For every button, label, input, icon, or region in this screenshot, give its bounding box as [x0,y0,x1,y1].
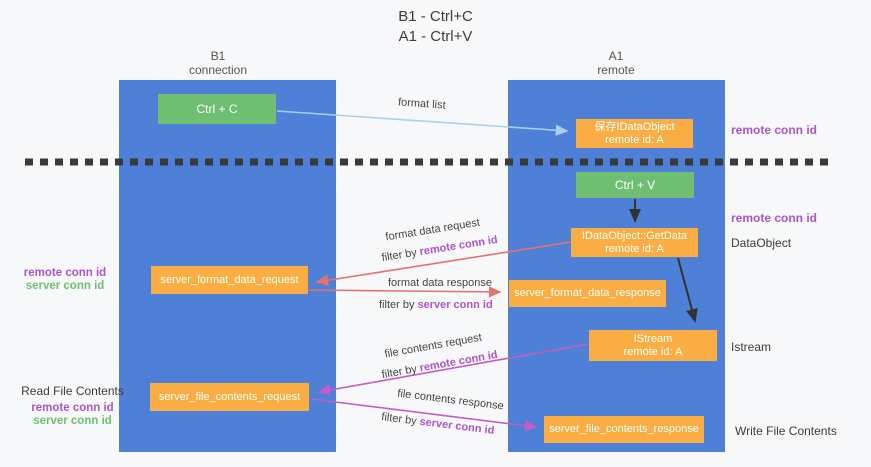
annotation-left-conn-ids: remote conn id server conn id [5,267,125,293]
right-column-name: A1 [608,49,624,63]
annotation-write-file-contents: Write File Contents [735,424,837,438]
title-line-2: A1 - Ctrl+V [398,28,473,45]
node-ctrl-v: Ctrl + V [576,172,694,198]
save-idataobject-line1: 保存IDataObject [594,120,675,133]
diagram-title: B1 - Ctrl+C A1 - Ctrl+V [0,7,871,47]
node-server-format-data-response: server_format_data_response [509,280,666,307]
node-idataobject-getdata: IDataObject::GetData remote id: A [571,228,698,257]
left-bottom-remote-conn-id: remote conn id [31,402,114,414]
annotation-remote-conn-id-top: remote conn id [731,123,818,137]
getdata-line2: remote id: A [605,242,664,255]
istream-line2: remote id: A [623,345,683,358]
ctrl-c-label: Ctrl + C [196,102,238,116]
filter-key-server-conn-id: server conn id [417,299,493,311]
left-column-role: connection [188,63,248,77]
arrow-getdata-to-istream [677,257,698,323]
node-server-file-contents-request: server_file_contents_request [150,383,309,411]
node-server-format-data-request: server_format_data_request [151,266,308,294]
server-file-contents-request-label: server_file_contents_request [158,390,301,403]
arrow-format-data-response [308,286,502,298]
server-file-contents-response-label: server_file_contents_response [549,423,699,435]
node-ctrl-c: Ctrl + C [158,94,276,124]
arrow-file-contents-request [317,343,589,396]
right-column-header: A1 remote [508,49,724,77]
left-remote-conn-id: remote conn id [23,267,107,279]
arrow-format-data-request [315,241,572,286]
annotation-remote-conn-id-mid: remote conn id [731,211,818,225]
left-column-name: B1 [210,49,226,63]
read-file-contents: Read File Contents [21,384,124,398]
node-server-file-contents-response: server_file_contents_response [544,416,704,443]
getdata-line1: IDataObject::GetData [581,229,688,242]
left-bottom-server-conn-id: server conn id [33,415,112,427]
arrow-file-contents-response [310,398,538,432]
node-save-idataobject: 保存IDataObject remote id: A [576,119,693,148]
right-column-role: remote [597,63,635,77]
server-format-data-response-label: server_format_data_response [514,287,661,299]
arrow-format-list [276,110,569,136]
left-column-header: B1 connection [110,49,326,77]
annotation-read-file-block: Read File Contents remote conn id server… [10,385,135,428]
annotation-istream: Istream [731,340,772,354]
annotation-dataobject: DataObject [731,236,792,250]
node-istream: IStream remote id: A [589,330,717,361]
server-format-data-request-label: server_format_data_request [160,273,299,286]
save-idataobject-line2: remote id: A [605,133,664,146]
ctrl-v-label: Ctrl + V [614,178,656,192]
filter-prefix: filter by [379,299,415,311]
title-line-1: B1 - Ctrl+C [398,8,473,25]
left-server-conn-id: server conn id [25,280,105,292]
istream-line1: IStream [633,332,673,345]
label-format-data-response: format data response [388,277,492,289]
